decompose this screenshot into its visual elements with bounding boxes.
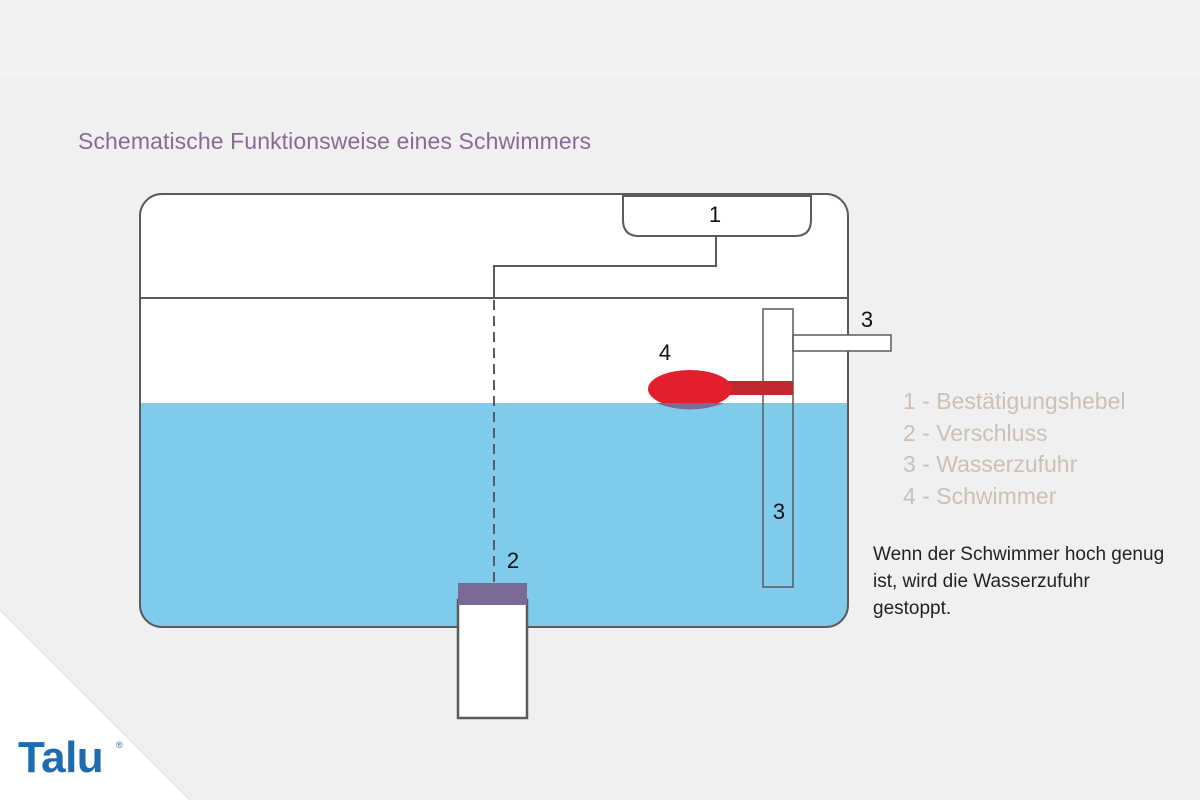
brand-logo: Talu [18, 733, 104, 782]
float-ball [648, 370, 732, 408]
label-lever-number: 1 [709, 202, 721, 227]
float-arm [720, 381, 793, 395]
legend-item-inlet: 3 - Wasserzufuhr [903, 451, 1078, 477]
label-float-number: 4 [659, 340, 671, 365]
closure-plug [458, 583, 527, 605]
legend-item-lever: 1 - Bestätigungshebel [903, 388, 1126, 414]
label-closure-number: 2 [507, 548, 519, 573]
diagram-title: Schematische Funktionsweise eines Schwim… [78, 128, 592, 154]
legend: 1 - Bestätigungshebel 2 - Verschluss 3 -… [903, 386, 1126, 512]
label-inlet-top-number: 3 [861, 307, 873, 332]
top-band [0, 0, 1200, 78]
label-inlet-pipe-number: 3 [773, 499, 785, 524]
inlet-vertical-pipe [762, 308, 794, 588]
inlet-side-pipe [792, 334, 892, 352]
legend-item-closure: 2 - Verschluss [903, 419, 1048, 446]
registered-mark: ® [116, 740, 123, 750]
float-submerged-part [656, 403, 724, 410]
legend-item-float: 4 - Schwimmer [903, 482, 1057, 509]
lever-linkage [493, 236, 717, 297]
drain-pipe [456, 598, 529, 720]
flush-button [622, 195, 812, 237]
corner-fold-edge [0, 609, 191, 800]
explanation-note: Wenn der Schwimmer hoch genug ist, wird … [873, 544, 1165, 619]
